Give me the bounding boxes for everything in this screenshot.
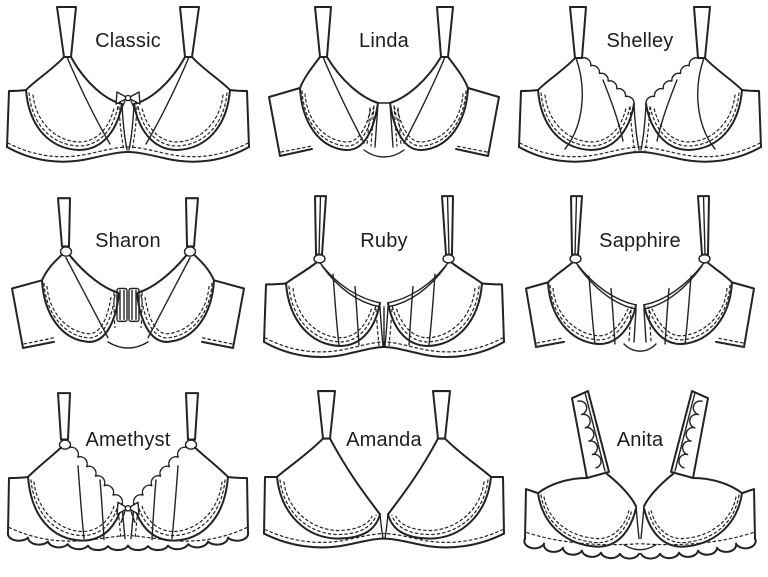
bra-name-label: Amethyst	[85, 429, 171, 451]
ruby-balconette-bra-sketch	[263, 195, 506, 359]
anita-wireless-lace-strap-bra-sketch	[523, 390, 757, 560]
bra-card-anita: Anita	[512, 385, 768, 577]
bra-card-classic: Classic	[0, 0, 256, 190]
bra-card-amanda: Amanda	[256, 385, 512, 577]
sapphire-balconette-bra-sketch	[525, 195, 756, 353]
bra-card-amethyst: Amethyst	[0, 385, 256, 577]
bra-name-label: Sharon	[95, 230, 161, 252]
shelley-lace-bra-sketch	[518, 6, 762, 163]
bra-name-label: Anita	[616, 429, 664, 451]
bra-card-sharon: Sharon	[0, 190, 256, 385]
amanda-molded-cup-bra-sketch	[263, 390, 506, 549]
bra-card-shelley: Shelley	[512, 0, 768, 190]
classic-underwire-bra-sketch	[6, 6, 250, 163]
sharon-front-closure-bra-sketch	[11, 197, 246, 350]
bra-card-ruby: Ruby	[256, 190, 512, 385]
amethyst-lace-bra-sketch	[6, 392, 250, 552]
bra-card-sapphire: Sapphire	[512, 190, 768, 385]
bra-name-label: Shelley	[606, 30, 674, 52]
bra-name-label: Ruby	[360, 230, 408, 252]
bra-name-label: Sapphire	[599, 230, 681, 252]
bra-name-label: Amanda	[346, 429, 422, 451]
bra-card-linda: Linda	[256, 0, 512, 190]
linda-underwire-bra-sketch	[268, 6, 500, 158]
bra-name-label: Linda	[359, 30, 409, 52]
bra-name-label: Classic	[95, 30, 161, 52]
